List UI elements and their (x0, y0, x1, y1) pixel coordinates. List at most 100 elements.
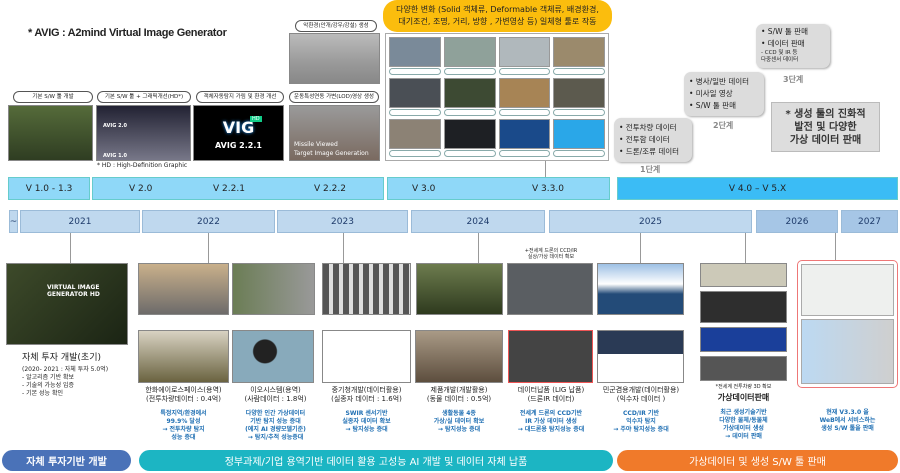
thumbnail (498, 78, 551, 108)
aerial-image (232, 263, 315, 315)
caption-weather: 악환경(안개/강우/강설) 생성 (295, 20, 377, 32)
phase-government-projects: 정부과제/기업 용역기반 데이터 활용 고성능 AI 개발 및 데이터 자체 납… (139, 450, 613, 471)
version-label: V 2.0 (129, 183, 153, 194)
cycle-diagram (801, 264, 894, 316)
soldiers-3d-image (700, 291, 787, 323)
project-name: 중기청개발(데이터활용) (331, 386, 402, 394)
result-line: CCD/IR 기반 (623, 410, 659, 417)
feature-thumbnail-grid (385, 33, 609, 161)
project-sub: (드론IR 데이터) (527, 395, 575, 403)
project-sub: (전투차량데이터 : 0.4억) (146, 395, 221, 403)
ship-sea-image (597, 263, 684, 315)
stage-item: • 전투차량 데이터 (619, 123, 677, 132)
vig-hd-label-1: VIRTUAL IMAGE (47, 284, 100, 291)
result-line: → 탐지/추적 성능증대 (247, 434, 304, 441)
result-line: → 대드론용 탐지성능 증대 (517, 426, 585, 433)
thumbnail (443, 119, 496, 149)
year-2021: 2021 (20, 210, 140, 233)
animals-image (416, 263, 503, 315)
project-name: 이오시스템(용역) (250, 386, 301, 394)
tank-image (138, 330, 229, 383)
lig-turret-image (508, 330, 593, 383)
result-line: 익수자 탐지 (626, 418, 656, 425)
thumbnail (389, 78, 441, 108)
note-line: * 생성 툴의 진화적 (785, 109, 866, 120)
result-line: 다양한 물체/동물체 (719, 417, 768, 424)
stage-2-box: • 병사/일반 데이터• 미사일 영상• S/W 툴 판매 (684, 72, 764, 116)
version-2: V 2.0 V 2.2.1 V 2.2.2 (92, 177, 384, 200)
stage-1-box: • 전투차량 데이터 • 전투함 데이터 • 드론/조류 데이터 (614, 118, 692, 162)
caption-basic-tool: 기본 S/W 툴 개발 (13, 91, 93, 103)
caption-graphic-improve: 기본 S/W 툴 + 그래픽개선(HD*) (97, 91, 191, 103)
result-line: → 전투차량 탐지 (162, 426, 205, 433)
result-line: 기반 탐지 성능 증대 (250, 418, 301, 425)
missile-label-1: Missile Viewed (294, 141, 338, 148)
avig-logo-image: VIG HD AVIG 2.2.1 (193, 105, 284, 161)
avig-version-label: AVIG 2.2.1 (215, 141, 262, 150)
stage-item: • S/W 툴 판매 (689, 101, 736, 110)
avig-definition: * AVIG : A2mind Virtual Image Generator (28, 27, 227, 39)
project-sub: (익수자 데이터 ) (616, 395, 666, 403)
thumbnail (553, 37, 605, 67)
project-name: 제품개발(개발활용) (430, 386, 488, 394)
thumbnail (443, 78, 496, 108)
result-line: (에지 AI 경량모델기준) (245, 426, 306, 433)
thumbnail (389, 119, 441, 149)
version-label: V 2.2.2 (314, 183, 346, 194)
weather-image (289, 33, 380, 84)
stage-item: • 미사일 영상 (689, 89, 733, 98)
version-4: V 4.0 – V 5.X (617, 177, 898, 200)
control-room-image (138, 263, 229, 315)
result-line: 생활동물 4종 (442, 410, 476, 417)
result-line: WeB에서 서비스하는 (819, 417, 876, 424)
stage-item: • S/W 툴 판매 (761, 27, 808, 36)
result-line: → 주야 탐지성능 증대 (613, 426, 669, 433)
thumbnail (498, 37, 551, 67)
year-2022: 2022 (142, 210, 275, 233)
result-line: 특정지역/환경에서 (160, 410, 207, 417)
result-line: 현재 V3.3.0 을 (826, 409, 869, 416)
note-line: 가상 데이터 판매 (789, 135, 862, 146)
hd-footnote: * HD : High-Definition Graphic (97, 162, 188, 169)
stage-item: • 전투함 데이터 (619, 135, 670, 144)
swir-sensor-image (322, 330, 411, 383)
result-line: 최근 생성기술기반 (720, 409, 767, 416)
result-line: 전세계 드론의 CCD기반 (519, 410, 583, 417)
camera-gimbal-image (232, 330, 314, 383)
vehicles-3d-image (700, 356, 787, 381)
year-2026: 2026 (756, 210, 838, 233)
result-line: 생성 S/W 툴을 판매 (821, 425, 874, 432)
result-line: 가상데이터 생성 (723, 425, 764, 432)
project-sub: (사람데이터 : 1.8억) (244, 395, 307, 403)
features-banner: 다양한 변화 (Solid 객체류, Deformable 객체류, 배경환경,… (383, 0, 612, 32)
result-line: 실종자 데이터 확보 (342, 418, 391, 425)
project-sub: (동물 데이터 : 0.5억) (426, 395, 492, 403)
stage-sub: - CCD 및 IR 등 (761, 50, 798, 56)
boats-3d-image (700, 327, 787, 352)
sale-note: *전세계 전투차량 3D 확보 (715, 384, 772, 390)
result-line: SWIR 센서기반 (345, 410, 388, 417)
version-label: V 2.2.1 (213, 183, 245, 194)
result-line: → 탐지성능 증대 (437, 426, 481, 433)
vig-hd-label-2: GENERATOR HD (47, 291, 100, 298)
version-label: V 1.0 - 1.3 (25, 183, 73, 194)
self-dev-title: 자체 투자 개발(초기) (22, 353, 101, 363)
result-line: 다양한 인간 가상데이터 (245, 410, 306, 417)
thumbnail (443, 37, 496, 67)
architecture-diagram (801, 319, 894, 384)
v1-screenshot (8, 105, 93, 161)
caption-lod: 운동특성연동 가변(LOD)영상 생성 (289, 91, 379, 103)
stage-item: • 드론/조류 데이터 (619, 147, 680, 156)
banner-line-2: 대기조건, 조명, 거리, 방향 , 가변영상 등) 일체형 툴로 작동 (398, 17, 597, 26)
version-label: V 3.3.0 (532, 183, 564, 194)
